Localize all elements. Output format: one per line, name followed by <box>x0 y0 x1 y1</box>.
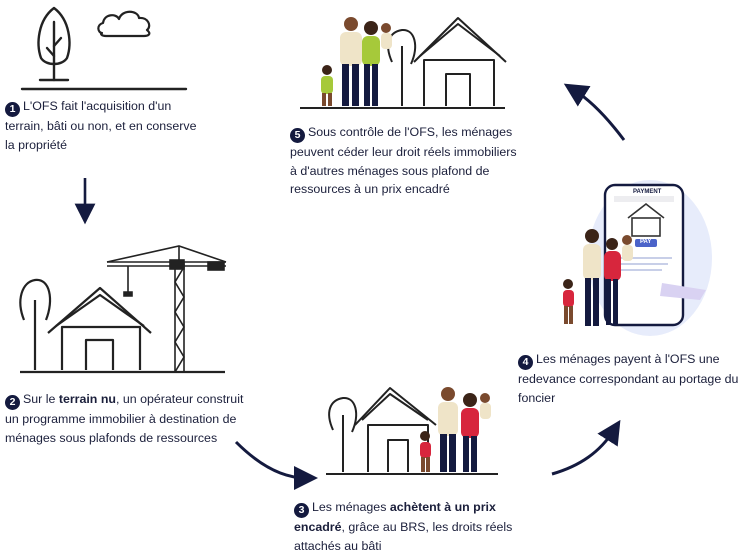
house-icon <box>19 278 225 374</box>
step-4-description: Les ménages payent à l'OFS une redevance… <box>518 352 739 405</box>
step-number-badge: 4 <box>518 355 533 370</box>
step-2-emphasis: terrain nu <box>58 392 116 406</box>
step-number-badge: 1 <box>5 102 20 117</box>
step-2-description-end: , un opérateur construit un programme im… <box>5 392 244 445</box>
phone-header-label: PAYMENT <box>633 189 662 195</box>
step-number-badge: 5 <box>290 128 305 143</box>
phone-payment-icon <box>563 180 712 336</box>
step-1-description: L'OFS fait l'acquisition d'un terrain, b… <box>5 99 197 152</box>
arrow-3-to-4 <box>551 419 621 476</box>
step-3-emphasis: achètent à un prix encadré <box>294 500 496 534</box>
family-figures <box>420 387 491 472</box>
step-number-badge: 2 <box>5 395 20 410</box>
step-2-description-start: Sur le <box>23 392 59 406</box>
house-family-icon <box>326 387 498 475</box>
step-3-description-end: , grâce au BRS, les droits réels attaché… <box>294 520 513 553</box>
family-house-icon <box>300 17 507 109</box>
arrow-4-to-5 <box>563 83 626 141</box>
cloud-icon <box>97 10 151 38</box>
tree-icon <box>20 6 188 91</box>
step-3-description-start: Les ménages <box>312 500 390 514</box>
pay-button: PAY <box>640 239 652 245</box>
arrow-2-to-3 <box>234 440 318 490</box>
step-number-badge: 3 <box>294 503 309 518</box>
step-5-description: Sous contrôle de l'OFS, les ménages peuv… <box>290 125 517 196</box>
crane-icon <box>106 245 227 373</box>
